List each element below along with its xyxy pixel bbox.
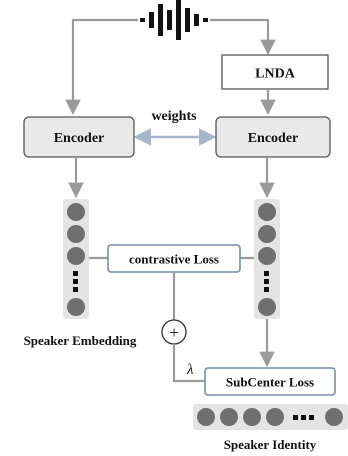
vertical-ellipsis-icon xyxy=(73,271,78,292)
subcenter-loss-label: SubCenter Loss xyxy=(226,375,314,390)
lnda-box: LNDA xyxy=(221,54,329,90)
weights-label: weights xyxy=(151,109,197,124)
identity-dot xyxy=(243,408,261,426)
contrastive-loss-label: contrastive Loss xyxy=(129,252,219,267)
speaker-embedding-label: Speaker Embedding xyxy=(24,333,137,348)
lambda-label: λ xyxy=(186,362,194,378)
identity-dot xyxy=(325,408,343,426)
encoder-left-box: Encoder xyxy=(23,116,135,158)
embedding-dot xyxy=(258,247,276,265)
embedding-dot xyxy=(258,298,276,316)
waveform-icon xyxy=(140,0,208,40)
identity-dot xyxy=(197,408,215,426)
input-arrow-right xyxy=(210,18,276,56)
embedding-dot xyxy=(258,203,276,221)
encoder-left-label: Encoder xyxy=(54,131,105,146)
contrastive-loss-box: contrastive Loss xyxy=(107,244,241,273)
embedding-dot xyxy=(258,225,276,243)
plus-node: + xyxy=(161,319,187,345)
encoder-right-label: Encoder xyxy=(248,131,299,146)
plus-symbol: + xyxy=(169,323,179,342)
speaker-identity-row xyxy=(193,404,348,430)
embedding-column-right xyxy=(254,199,280,319)
embedding-column-left xyxy=(63,199,89,319)
embedding-dot xyxy=(67,225,85,243)
embedding-dot xyxy=(67,203,85,221)
embedding-dot xyxy=(67,247,85,265)
horizontal-ellipsis-icon xyxy=(293,415,314,420)
input-arrow-left xyxy=(65,18,138,116)
embedding-dot xyxy=(67,298,85,316)
subcenter-loss-box: SubCenter Loss xyxy=(204,367,336,396)
identity-dot xyxy=(220,408,238,426)
encoder-right-box: Encoder xyxy=(215,116,331,158)
speaker-identity-label: Speaker Identity xyxy=(224,437,317,452)
plus-to-subcenter-line xyxy=(172,344,205,383)
vertical-ellipsis-icon xyxy=(264,271,269,292)
lnda-label: LNDA xyxy=(255,67,296,82)
identity-dot xyxy=(266,408,284,426)
